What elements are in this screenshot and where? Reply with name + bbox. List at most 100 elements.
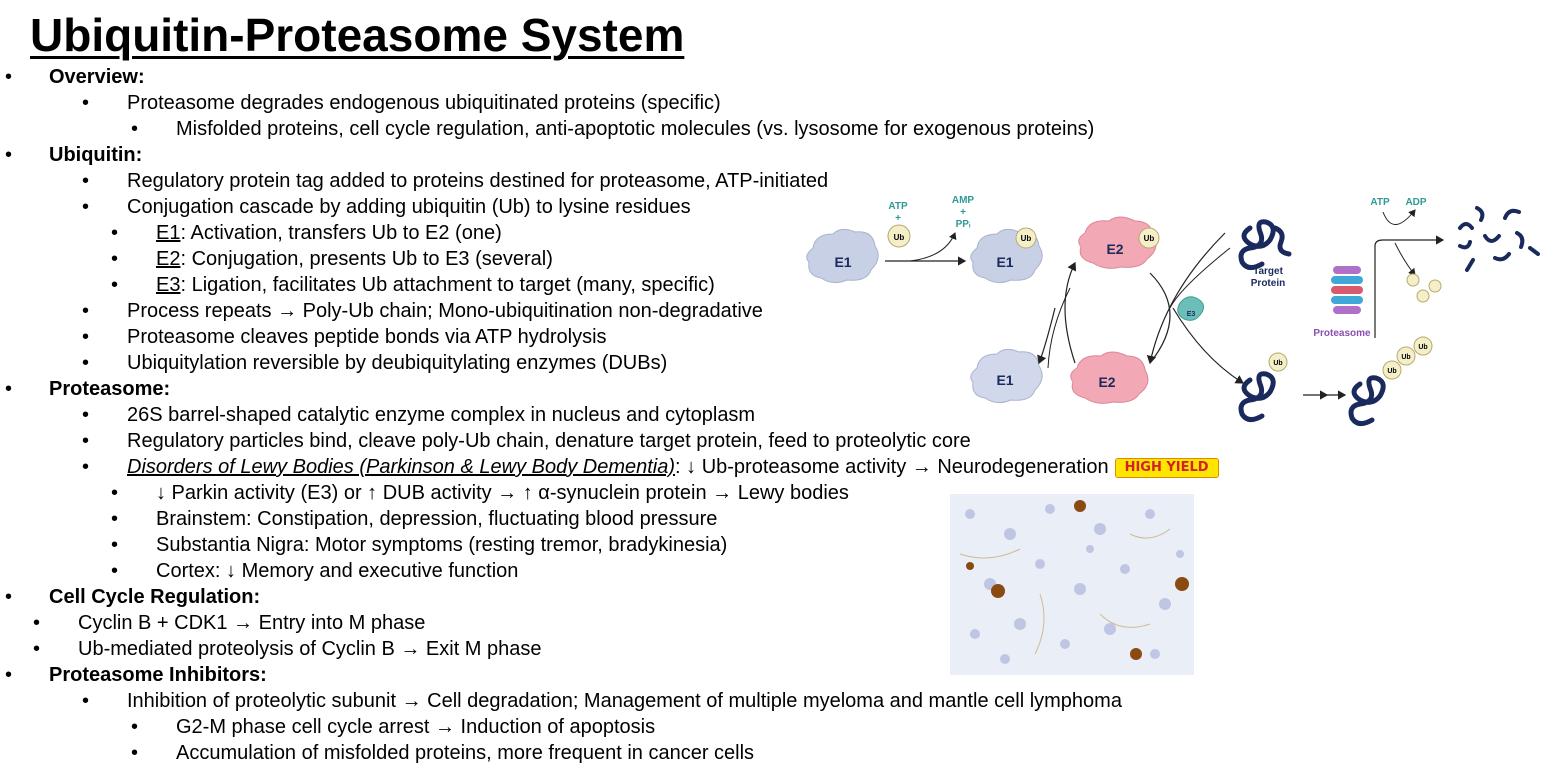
list-item: Regulatory protein tag added to proteins…	[127, 168, 828, 194]
e1-label-3: E1	[996, 372, 1013, 388]
bullet-marker: •	[111, 560, 119, 582]
item-text: Proteasome degrades endogenous ubiquitin…	[127, 92, 721, 114]
item-text: Regulatory protein tag added to proteins…	[127, 170, 829, 192]
list-item: Inhibition of proteolytic subunit → Cell…	[127, 688, 1122, 714]
item-text: Accumulation of misfolded proteins, more…	[176, 742, 755, 764]
bullet-marker: •	[5, 586, 13, 608]
item-text: : ↓ Ub-proteasome activity → Neurodegene…	[675, 456, 1109, 478]
term-label: E1	[156, 222, 181, 244]
ub-label-3: Ub	[1144, 234, 1155, 243]
e1-label-2: E1	[996, 254, 1013, 270]
lewy-body-histology-image	[950, 494, 1194, 675]
ub-protein-icon	[1238, 371, 1276, 422]
list-item: Substantia Nigra: Motor symptoms (restin…	[156, 532, 727, 558]
proteasome-icon	[1331, 266, 1363, 314]
bullet-marker: •	[111, 274, 119, 296]
bullet-marker: •	[5, 66, 13, 88]
section-heading: Cell Cycle Regulation:	[49, 584, 260, 610]
ub-label-4: Ub	[1273, 360, 1282, 367]
item-text: ↓ Parkin activity (E3) or ↑ DUB activity…	[156, 482, 849, 504]
list-item: Ub-mediated proteolysis of Cyclin B → Ex…	[78, 636, 542, 662]
item-text: Proteasome cleaves peptide bonds via ATP…	[127, 326, 607, 348]
adp-label: ADP	[1405, 197, 1426, 208]
item-text: : Activation, transfers Ub to E2 (one)	[180, 222, 502, 244]
list-item: E1: Activation, transfers Ub to E2 (one)	[156, 220, 502, 246]
list-item: ↓ Parkin activity (E3) or ↑ DUB activity…	[156, 480, 849, 506]
item-text: Cortex: ↓ Memory and executive function	[156, 560, 519, 582]
list-item: Disorders of Lewy Bodies (Parkinson & Le…	[127, 454, 1219, 480]
bullet-marker: •	[82, 456, 90, 478]
list-item: Misfolded proteins, cell cycle regulatio…	[176, 116, 1094, 142]
list-item: G2-M phase cell cycle arrest → Induction…	[176, 714, 655, 740]
term-label: E2	[156, 248, 181, 270]
item-text: Cyclin B + CDK1 → Entry into M phase	[78, 612, 426, 634]
target-label-line1: Target	[1253, 266, 1283, 277]
bullet-marker: •	[131, 118, 139, 140]
svg-text:Ub: Ub	[1418, 344, 1427, 351]
list-item: Regulatory particles bind, cleave poly-U…	[127, 428, 971, 454]
high-yield-badge: HIGH YIELD	[1114, 458, 1219, 478]
list-item: Conjugation cascade by adding ubiquitin …	[127, 194, 691, 220]
item-text: : Ligation, facilitates Ub attachment to…	[180, 274, 715, 296]
e2-enzyme-shape	[1078, 216, 1157, 269]
ub-label-2: Ub	[1021, 234, 1032, 243]
item-text: Brainstem: Constipation, depression, flu…	[156, 508, 718, 530]
bullet-marker: •	[5, 378, 13, 400]
item-text: 26S barrel-shaped catalytic enzyme compl…	[127, 404, 756, 426]
proteasome-label: Proteasome	[1313, 328, 1371, 339]
list-item: E3: Ligation, facilitates Ub attachment …	[156, 272, 715, 298]
e3-label: E3	[1187, 311, 1196, 318]
list-item: Proteasome cleaves peptide bonds via ATP…	[127, 324, 607, 350]
term-label: Disorders of Lewy Bodies (Parkinson & Le…	[127, 456, 676, 478]
item-text: Cell Cycle Regulation:	[49, 586, 261, 608]
page-title: Ubiquitin-Proteasome System	[30, 9, 685, 61]
bullet-marker: •	[111, 222, 119, 244]
list-item: E2: Conjugation, presents Ub to E3 (seve…	[156, 246, 553, 272]
bullet-marker: •	[82, 690, 90, 712]
bullet-marker: •	[111, 534, 119, 556]
ub-circle	[887, 224, 911, 248]
bullet-marker: •	[82, 170, 90, 192]
item-text: G2-M phase cell cycle arrest → Induction…	[176, 716, 656, 738]
e1-bottom-shape	[970, 348, 1043, 404]
item-text: Overview:	[49, 66, 145, 88]
item-text: Regulatory particles bind, cleave poly-U…	[127, 430, 971, 452]
bullet-marker: •	[82, 92, 90, 114]
list-item: Process repeats → Poly-Ub chain; Mono-ub…	[127, 298, 763, 324]
e2-bottom-shape	[1070, 351, 1149, 404]
e2-label: E2	[1106, 241, 1123, 257]
amp-label: AMP	[952, 195, 975, 206]
bullet-marker: •	[82, 404, 90, 426]
bullet-marker: •	[82, 326, 90, 348]
item-text: Ubiquitylation reversible by deubiquityl…	[127, 352, 668, 374]
svg-text:Ub: Ub	[1401, 354, 1410, 361]
bullet-marker: •	[82, 300, 90, 322]
item-text: Conjugation cascade by adding ubiquitin …	[127, 196, 691, 218]
item-text: Inhibition of proteolytic subunit → Cell…	[127, 690, 1122, 712]
item-text: Process repeats → Poly-Ub chain; Mono-ub…	[127, 300, 763, 322]
plus-label-2: +	[960, 207, 966, 218]
ubiquitin-cascade-diagram: E1 ATP + Ub AMP + PPᵢ E1 Ub E2 Ub E1 E2 …	[806, 195, 1540, 426]
target-protein-icon	[1238, 219, 1292, 270]
list-item: Accumulation of misfolded proteins, more…	[176, 740, 754, 766]
item-text: Ub-mediated proteolysis of Cyclin B → Ex…	[78, 638, 542, 660]
bullet-marker: •	[82, 352, 90, 374]
item-text: Misfolded proteins, cell cycle regulatio…	[176, 118, 1095, 140]
list-item: Cyclin B + CDK1 → Entry into M phase	[78, 610, 425, 636]
section-heading: Overview:	[49, 64, 145, 90]
list-item: Cortex: ↓ Memory and executive function	[156, 558, 518, 584]
e2-label-2: E2	[1098, 374, 1115, 390]
atp-label-2: ATP	[1370, 197, 1390, 208]
list-item: 26S barrel-shaped catalytic enzyme compl…	[127, 402, 755, 428]
item-text: Substantia Nigra: Motor symptoms (restin…	[156, 534, 728, 556]
e3-shape	[1177, 296, 1204, 321]
degraded-peptides-icon	[1458, 206, 1540, 272]
bullet-marker: •	[111, 248, 119, 270]
e1-enzyme-shape: E1	[806, 228, 879, 284]
list-item: Ubiquitylation reversible by deubiquityl…	[127, 350, 667, 376]
poly-ub-protein-icon	[1348, 375, 1386, 426]
bullet-marker: •	[131, 742, 139, 764]
item-text: Ubiquitin:	[49, 144, 143, 166]
item-text: Proteasome Inhibitors:	[49, 664, 267, 686]
